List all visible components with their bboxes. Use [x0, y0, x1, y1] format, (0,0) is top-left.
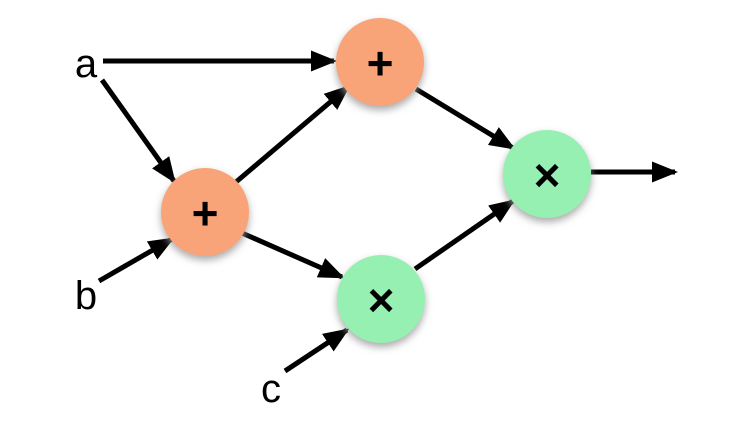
- node-circle-add-mid[interactable]: [161, 168, 249, 256]
- edges-layer: [97, 50, 679, 374]
- times-icon: ×: [368, 274, 395, 326]
- input-a-label: a: [75, 42, 98, 86]
- edge-add-top-to-mul-rig: [414, 86, 516, 151]
- edge-mul-bot-to-mul-rig: [413, 198, 516, 272]
- edge-c-to-mul-bot: [283, 327, 350, 374]
- node-mul-right[interactable]: ×: [503, 130, 591, 218]
- node-add-mid[interactable]: +: [161, 168, 249, 256]
- input-c-label: c: [261, 367, 281, 411]
- edge-b-to-add-mid: [97, 236, 175, 284]
- nodes-layer: + + × ×: [161, 18, 591, 343]
- times-icon: ×: [534, 149, 561, 201]
- node-circle-mul-bottom[interactable]: [337, 255, 425, 343]
- node-add-top[interactable]: +: [336, 18, 424, 106]
- node-mul-bottom[interactable]: ×: [337, 255, 425, 343]
- input-b-label: b: [75, 274, 97, 318]
- plus-icon: +: [192, 187, 219, 239]
- edge-add-mid-to-add-top: [234, 85, 351, 184]
- node-circle-add-top[interactable]: [336, 18, 424, 106]
- node-circle-mul-right[interactable]: [503, 130, 591, 218]
- edge-add-mid-to-mul-bot: [240, 230, 345, 280]
- plus-icon: +: [367, 37, 394, 89]
- input-labels-layer: a b c: [75, 42, 281, 411]
- edge-a-to-add-mid: [99, 78, 177, 184]
